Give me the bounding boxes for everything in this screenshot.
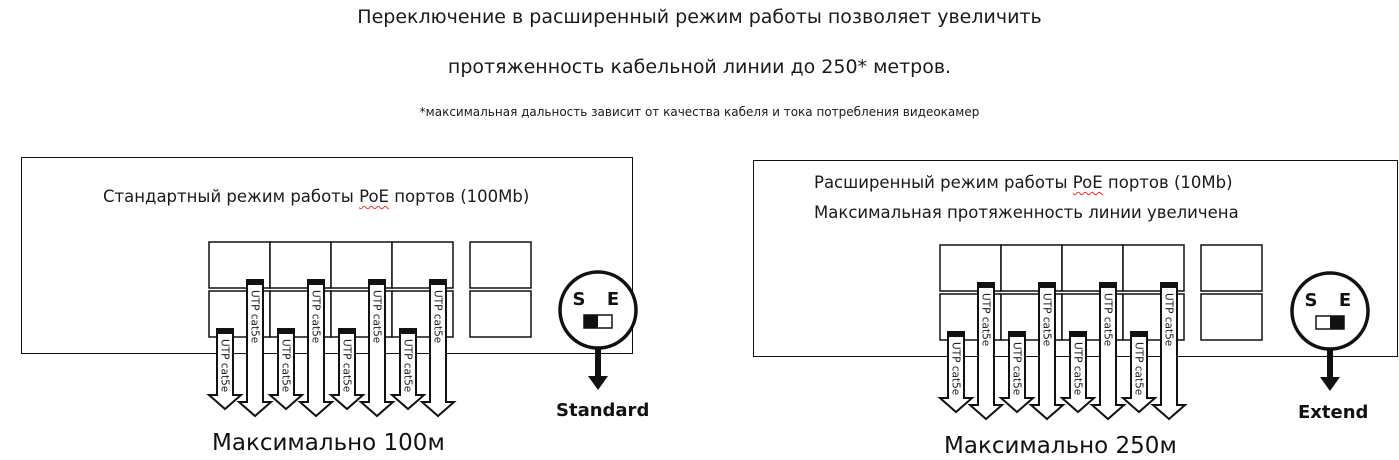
connector-plug (1160, 282, 1178, 288)
cable-label: UTP cat5e (249, 290, 261, 343)
arrow-down-icon (1320, 377, 1340, 391)
title-text: Максимальная протяженность линии увеличе… (814, 203, 1239, 222)
connector-plug (277, 328, 295, 334)
connector-plug (216, 328, 234, 334)
connector-plug (1008, 331, 1026, 337)
switch-label-e: E (1339, 290, 1351, 311)
poe-term: PoE (1072, 173, 1103, 192)
utp-cable-upper: UTP cat5e (236, 279, 274, 418)
utp-cable-upper: UTP cat5e (1028, 282, 1066, 421)
cable-label: UTP cat5e (1163, 293, 1175, 346)
uplink-port (469, 290, 532, 338)
cable-label: UTP cat5e (1011, 342, 1023, 395)
utp-cable-lower: UTP cat5e (1059, 331, 1097, 414)
cable-label: UTP cat5e (219, 339, 231, 392)
switch-label-s: S (573, 289, 586, 310)
title-text: Стандартный режим работы (103, 187, 360, 206)
connector-plug (977, 282, 995, 288)
cable-label: UTP cat5e (1102, 293, 1114, 346)
header-line-1: Переключение в расширенный режим работы … (357, 6, 1042, 28)
handle-shaft (1327, 349, 1333, 379)
cable-label: UTP cat5e (402, 339, 414, 392)
panel-title-extend-1: Расширенный режим работы PoE портов (10M… (814, 173, 1233, 192)
title-text: портов (100Mb) (388, 187, 530, 206)
cable-label: UTP cat5e (280, 339, 292, 392)
cable-label: UTP cat5e (1072, 342, 1084, 395)
header-line-2: протяженность кабельной линии до 250* ме… (447, 56, 952, 78)
utp-cable-upper: UTP cat5e (419, 279, 457, 418)
mode-label-extend: Extend (1298, 402, 1369, 423)
switch-label-e: E (607, 289, 619, 310)
dip-switch-knob (1330, 316, 1344, 329)
connector-plug (1130, 331, 1148, 337)
utp-cable-lower: UTP cat5e (998, 331, 1036, 414)
magnifier-circle (558, 270, 638, 350)
device-panel-standard (21, 157, 633, 354)
uplink-port (1200, 293, 1263, 341)
uplink-port (469, 241, 532, 289)
dip-switch-knob (584, 315, 598, 328)
mode-label-standard: Standard (556, 400, 650, 421)
utp-cable-lower: UTP cat5e (1120, 331, 1158, 414)
connector-plug (399, 328, 417, 334)
utp-cable-upper: UTP cat5e (1089, 282, 1127, 421)
connector-plug (1038, 282, 1056, 288)
cable-label: UTP cat5e (950, 342, 962, 395)
cable-label: UTP cat5e (1133, 342, 1145, 395)
cable-label: UTP cat5e (980, 293, 992, 346)
connector-plug (947, 331, 965, 337)
handle-shaft (595, 348, 601, 378)
cable-label: UTP cat5e (1041, 293, 1053, 346)
arrow-down-icon (588, 376, 608, 390)
utp-cable-lower: UTP cat5e (937, 331, 975, 414)
connector-plug (429, 279, 447, 285)
cable-label: UTP cat5e (371, 290, 383, 343)
connector-plug (1099, 282, 1117, 288)
title-text: портов (10Mb) (1102, 173, 1233, 192)
panel-title-extend-2: Максимальная протяженность линии увеличе… (814, 203, 1239, 222)
magnifier-circle (1290, 271, 1370, 351)
cable-label: UTP cat5e (432, 290, 444, 343)
max-distance-extend: Максимально 250м (944, 433, 1177, 459)
utp-cable-upper: UTP cat5e (1150, 282, 1188, 421)
poe-term: PoE (359, 187, 389, 206)
connector-plug (368, 279, 386, 285)
uplink-port (1200, 244, 1263, 292)
title-text: Расширенный режим работы (814, 173, 1073, 192)
max-distance-standard: Максимально 100м (212, 430, 445, 456)
utp-cable-lower: UTP cat5e (389, 328, 427, 411)
connector-plug (1069, 331, 1087, 337)
utp-cable-lower: UTP cat5e (267, 328, 305, 411)
footnote: *максимальная дальность зависит от качес… (419, 105, 980, 119)
cable-label: UTP cat5e (341, 339, 353, 392)
utp-cable-upper: UTP cat5e (297, 279, 335, 418)
cable-label: UTP cat5e (310, 290, 322, 343)
switch-label-s: S (1305, 290, 1318, 311)
connector-plug (338, 328, 356, 334)
connector-plug (307, 279, 325, 285)
connector-plug (246, 279, 264, 285)
panel-title-standard-1: Стандартный режим работы PoE портов (100… (103, 187, 529, 206)
utp-cable-lower: UTP cat5e (206, 328, 244, 411)
utp-cable-upper: UTP cat5e (358, 279, 396, 418)
utp-cable-upper: UTP cat5e (967, 282, 1005, 421)
utp-cable-lower: UTP cat5e (328, 328, 366, 411)
